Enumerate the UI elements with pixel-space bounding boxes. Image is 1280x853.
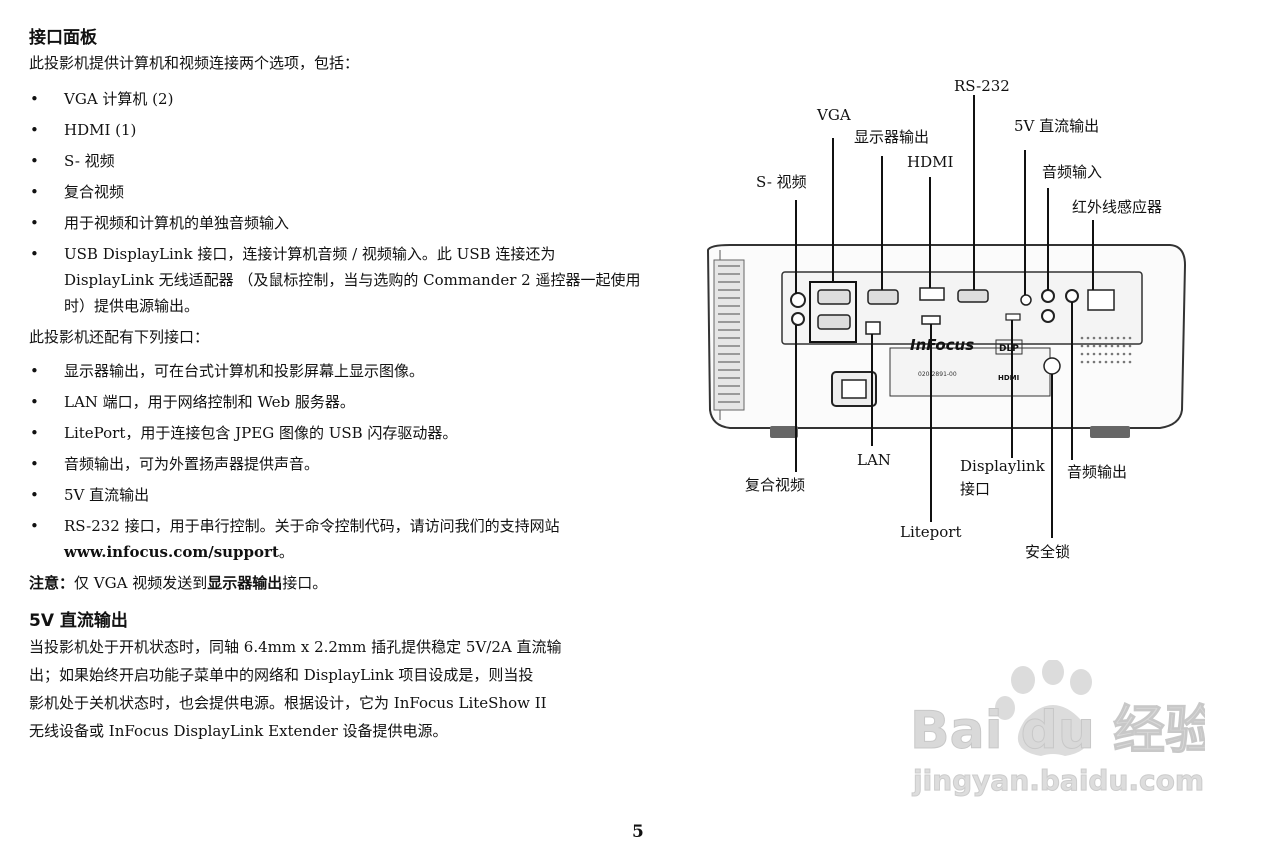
section-heading-5v: 5V 直流输出 [29, 611, 128, 631]
list-item: USB DisplayLink 接口，连接计算机音频 / 视频输入。此 USB … [29, 241, 641, 319]
hdmi-logo: HDMI [998, 374, 1019, 382]
label-displaylink: Displaylink [960, 457, 1045, 475]
intro2-text: 此投影机还配有下列接口： [29, 328, 210, 346]
watermark: Bai du 经验 jingyan.baidu.com [905, 659, 1218, 810]
body-line: 出；如果始终开启功能子菜单中的网络和 DisplayLink 项目设成是，则当投 [29, 666, 534, 684]
list-item: 复合视频 [29, 179, 641, 205]
port-list: 显示器输出，可在台式计算机和投影屏幕上显示图像。 LAN 端口，用于网络控制和 … [29, 358, 641, 565]
label-audio-out: 音频输出 [1067, 463, 1128, 481]
body-line: 影机处于关机状态时，也会提供电源。根据设计，它为 InFocus LiteSho… [29, 694, 547, 712]
support-link[interactable]: www.infocus.com/support [64, 543, 279, 561]
label-monitor-out: 显示器输出 [854, 128, 930, 146]
page-title: 接口面板 [29, 28, 97, 48]
leader-lines [795, 95, 1094, 538]
label-composite: 复合视频 [745, 476, 806, 494]
label-svideo: S- 视频 [756, 173, 807, 191]
list-item: 音频输出，可为外置扬声器提供声音。 [29, 451, 641, 477]
list-item: LitePort，用于连接包含 JPEG 图像的 USB 闪存驱动器。 [29, 420, 641, 446]
baidu-paw-icon: Bai du 经验 jingyan.baidu.com [910, 659, 1218, 798]
list-item-rs232: RS-232 接口，用于串行控制。关于命令控制代码，请访问我们的支持网站 www… [29, 513, 641, 565]
body-line: 无线设备或 InFocus DisplayLink Extender 设备提供电… [29, 722, 448, 740]
list-item: LAN 端口，用于网络控制和 Web 服务器。 [29, 389, 641, 415]
label-hdmi: HDMI [907, 153, 954, 171]
connection-list: VGA 计算机 (2) HDMI (1) S- 视频 复合视频 用于视频和计算机… [29, 86, 641, 319]
label-audio-in: 音频输入 [1042, 163, 1103, 181]
left-vent [713, 259, 745, 411]
label-displaylink-port: 接口 [960, 480, 991, 498]
panel-code: 020-2891-00 [918, 371, 957, 378]
label-lan: LAN [857, 451, 891, 469]
text-column: 接口面板 此投影机提供计算机和视频连接两个选项，包括： VGA 计算机 (2) … [29, 26, 641, 745]
watermark-url: jingyan.baidu.com [912, 764, 1204, 797]
rs232-text: RS-232 接口，用于串行控制。关于命令控制代码，请访问我们的支持网站 [64, 517, 560, 535]
dlp-logo: DLP [999, 344, 1019, 354]
note-text2: 接口。 [282, 574, 328, 592]
watermark-brand: Bai du 经验 [910, 701, 1205, 761]
projector-illustration: InFocus 020-2891-00 DLP HDMI [706, 95, 1187, 538]
section-5v-body: 当投影机处于开机状态时，同轴 6.4mm x 2.2mm 插孔提供稳定 5V/2… [29, 633, 641, 745]
list-item: 显示器输出，可在台式计算机和投影屏幕上显示图像。 [29, 358, 641, 384]
brand-logo: InFocus [910, 336, 974, 354]
label-ir-sensor: 红外线感应器 [1072, 198, 1163, 216]
list-item: 用于视频和计算机的单独音频输入 [29, 210, 641, 236]
label-5v-dc: 5V 直流输出 [1014, 117, 1100, 135]
note-text1: 仅 VGA 视频发送到 [74, 574, 208, 592]
list-item: VGA 计算机 (2) [29, 86, 641, 112]
list-item: HDMI (1) [29, 117, 641, 143]
intro-text: 此投影机提供计算机和视频连接两个选项，包括： [29, 54, 360, 72]
connector-panel-diagram: InFocus 020-2891-00 DLP HDMI RS-232 VGA … [690, 60, 1250, 580]
label-vga: VGA [817, 106, 851, 124]
body-line: 当投影机处于开机状态时，同轴 6.4mm x 2.2mm 插孔提供稳定 5V/2… [29, 638, 562, 656]
note-label: 注意： [29, 574, 75, 592]
note-emphasis: 显示器输出 [207, 574, 283, 592]
list-item: 5V 直流输出 [29, 482, 641, 508]
note: 注意：仅 VGA 视频发送到显示器输出接口。 [29, 570, 641, 596]
label-rs232: RS-232 [954, 77, 1010, 95]
rs232-end: 。 [278, 543, 294, 561]
speaker-grille [1080, 336, 1132, 364]
page-number: 5 [632, 822, 644, 842]
label-liteport: Liteport [900, 523, 962, 541]
label-security-lock: 安全锁 [1025, 543, 1071, 561]
list-item: S- 视频 [29, 148, 641, 174]
